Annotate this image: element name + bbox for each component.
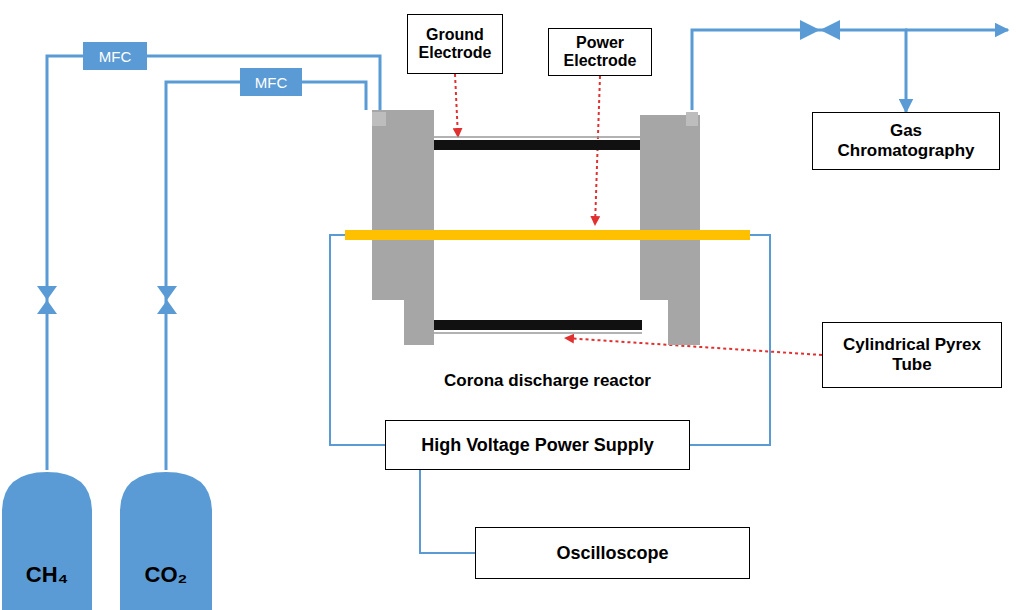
pyrex-tube	[430, 136, 642, 138]
valve	[157, 286, 177, 314]
power-electrode	[345, 230, 750, 240]
mass-flow-controller: MFC	[83, 42, 147, 70]
gas-outlet	[686, 112, 698, 126]
gas-pipe	[166, 82, 240, 470]
callout-arrow	[455, 74, 458, 137]
left-flange	[372, 110, 434, 345]
analyzer-box: Gas Chromatography	[812, 112, 1000, 170]
electric-wire	[420, 470, 475, 553]
callout-box: Cylindrical Pyrex Tube	[822, 322, 1002, 388]
box-label: Ground Electrode	[414, 26, 496, 62]
callout-box: Power Electrode	[548, 28, 652, 76]
corona-reactor: Corona discharge reactor	[345, 110, 750, 395]
box-label: Gas Chromatography	[833, 121, 979, 161]
cylinder-body	[120, 472, 212, 610]
box-label: MFC	[255, 74, 288, 91]
gas-cylinder: CO₂	[120, 470, 212, 610]
gas-label: CO₂	[145, 470, 188, 588]
callout-arrow	[595, 76, 600, 225]
cylinder-body	[2, 472, 92, 610]
gas-cylinder: CH₄	[2, 470, 92, 610]
mass-flow-controller: MFC	[240, 68, 302, 96]
oscilloscope-box: Oscilloscope	[475, 527, 750, 579]
pyrex-tube	[430, 332, 642, 334]
box-label: High Voltage Power Supply	[421, 435, 654, 456]
gas-pipe	[302, 82, 366, 110]
box-label: MFC	[99, 48, 132, 65]
ground-electrode	[430, 140, 642, 150]
gas-label: CH₄	[26, 470, 68, 588]
box-label: Oscilloscope	[556, 543, 668, 564]
reactor-label: Corona discharge reactor	[444, 371, 651, 395]
box-label: Power Electrode	[555, 34, 645, 70]
gas-inlet	[372, 112, 386, 126]
box-label: Cylindrical Pyrex Tube	[839, 335, 985, 375]
valve	[800, 20, 840, 40]
power-supply-box: High Voltage Power Supply	[385, 420, 690, 470]
outlet-pipe	[905, 29, 1008, 32]
gas-pipe	[692, 30, 906, 112]
valve	[37, 286, 57, 314]
cylinder-shape	[120, 470, 212, 610]
callout-box: Ground Electrode	[407, 14, 503, 74]
ground-electrode	[430, 320, 642, 330]
electric-wire	[690, 235, 770, 445]
gas-pipe	[47, 56, 83, 470]
cylinder-shape	[2, 470, 92, 610]
